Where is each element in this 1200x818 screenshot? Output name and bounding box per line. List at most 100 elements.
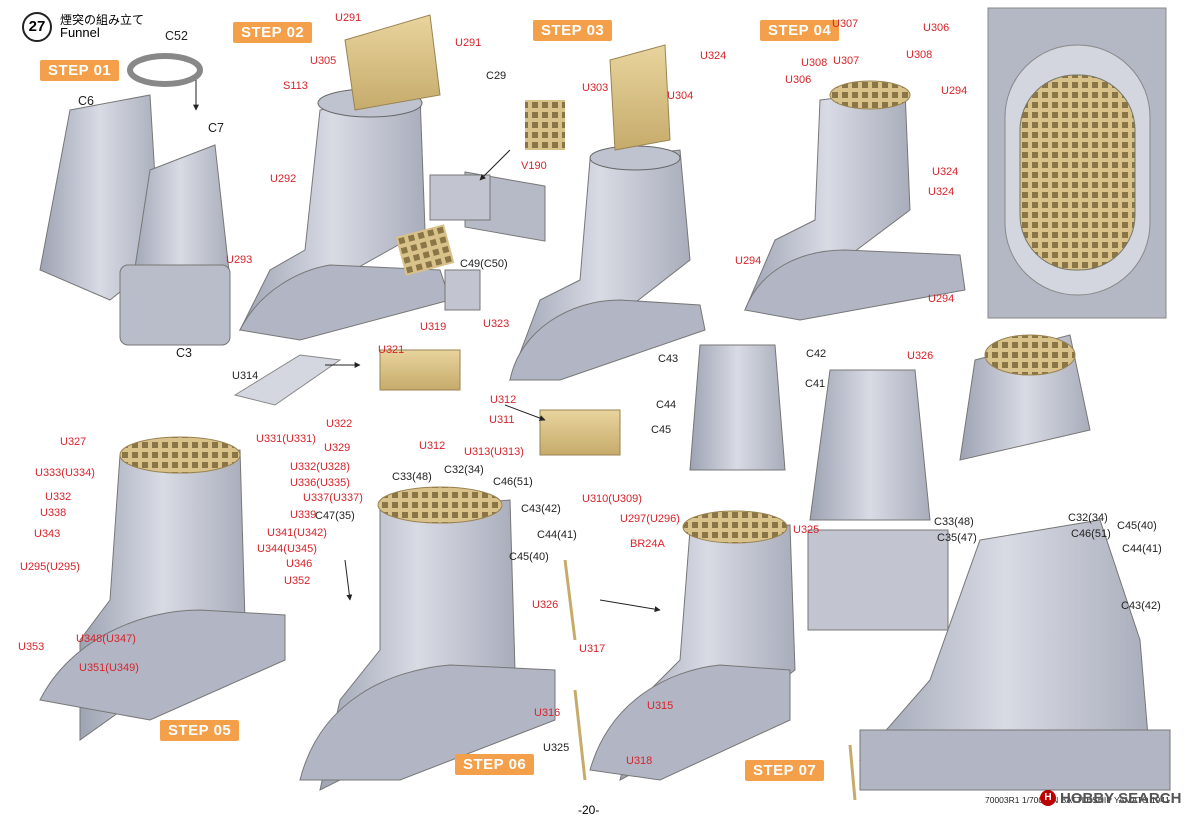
part-label: C42 xyxy=(806,348,827,360)
part-label: U351(U349) xyxy=(79,662,139,674)
part-label: C45(40) xyxy=(509,551,549,563)
step07-funnel xyxy=(589,510,796,781)
part-label: U315 xyxy=(647,700,674,712)
part-label: U341(U342) xyxy=(267,527,327,539)
product-code: 70003R1 1/700 IJN BATTLESHIP YAMATO 1941 xyxy=(985,795,1170,805)
part-label: C44(41) xyxy=(537,529,577,541)
part-label: U313(U313) xyxy=(464,446,524,458)
part-label: C46(51) xyxy=(493,476,533,488)
part-label: C44 xyxy=(656,399,677,411)
part-label: C43(42) xyxy=(1121,600,1161,612)
part-label: S113 xyxy=(283,80,308,92)
part-label: U321 xyxy=(378,344,405,356)
part-label: U293 xyxy=(226,254,253,266)
detail-funnels xyxy=(689,334,1091,631)
part-label: U308 xyxy=(906,49,933,61)
part-label: U314 xyxy=(232,370,259,382)
part-label: U292 xyxy=(270,173,297,185)
part-label: U294 xyxy=(941,85,968,97)
title-japanese: 煙突の組み立て xyxy=(60,13,145,27)
brand-logo-icon: H xyxy=(1040,790,1056,806)
part-label: C32(34) xyxy=(444,464,484,476)
part-label: U291 xyxy=(335,12,362,24)
step-badge-06: STEP 06 xyxy=(455,754,535,775)
step-badge-01: STEP 01 xyxy=(40,60,120,81)
part-label: U339 xyxy=(290,509,317,521)
step05-funnel xyxy=(39,436,286,741)
part-label: U332(U328) xyxy=(290,461,350,473)
part-label: C35(47) xyxy=(937,532,977,544)
part-label: U295(U295) xyxy=(20,561,80,573)
part-label: U291 xyxy=(455,37,482,49)
part-label: U348(U347) xyxy=(76,633,136,645)
part-label: U346 xyxy=(286,558,313,570)
part-label: C46(51) xyxy=(1071,528,1111,540)
part-label: U329 xyxy=(324,442,351,454)
part-label: U325 xyxy=(543,742,570,754)
part-label: U307 xyxy=(832,18,859,30)
part-label: U318 xyxy=(626,755,653,767)
part-label: U332 xyxy=(45,491,72,503)
part-label: U324 xyxy=(700,50,727,62)
part-label: U352 xyxy=(284,575,311,587)
step-number: 27 xyxy=(22,12,52,42)
middle-etch-parts xyxy=(233,349,621,456)
arrows xyxy=(325,149,661,613)
part-label: U307 xyxy=(833,55,860,67)
part-label: C52 xyxy=(165,29,188,43)
cutaway-funnel xyxy=(858,519,1171,791)
part-label: U326 xyxy=(907,350,934,362)
topview-funnel xyxy=(987,7,1167,319)
part-label: C49(C50) xyxy=(460,258,508,270)
part-label: C7 xyxy=(208,121,224,135)
part-label: U294 xyxy=(928,293,955,305)
step01-parts xyxy=(39,53,231,346)
part-label: C3 xyxy=(176,346,192,360)
part-label: U304 xyxy=(667,90,694,102)
part-label: U306 xyxy=(923,22,950,34)
part-label: U297(U296) xyxy=(620,513,680,525)
part-label: U305 xyxy=(310,55,337,67)
part-label: C33(48) xyxy=(392,471,432,483)
part-label: U326 xyxy=(532,599,559,611)
part-label: C44(41) xyxy=(1122,543,1162,555)
part-label: U331(U331) xyxy=(256,433,316,445)
part-label: U353 xyxy=(18,641,45,653)
step06-funnel xyxy=(299,486,556,791)
part-label: C43(42) xyxy=(521,503,561,515)
part-label: U294 xyxy=(735,255,762,267)
part-label: V190 xyxy=(521,160,547,172)
part-label: C6 xyxy=(78,94,94,108)
part-label: U337(U337) xyxy=(303,492,363,504)
step-badge-07: STEP 07 xyxy=(745,760,825,781)
part-label: U324 xyxy=(932,166,959,178)
part-label: U324 xyxy=(928,186,955,198)
part-label: U316 xyxy=(534,707,561,719)
part-label: C43 xyxy=(658,353,679,365)
step-badge-03: STEP 03 xyxy=(533,20,613,41)
part-label: BR24A xyxy=(630,538,665,550)
part-label: U343 xyxy=(34,528,61,540)
part-label: U323 xyxy=(483,318,510,330)
part-label: U333(U334) xyxy=(35,467,95,479)
watermark-brand: HOBBY SEARCH xyxy=(1060,790,1182,807)
step-badge-04: STEP 04 xyxy=(760,20,840,41)
part-label: U317 xyxy=(579,643,606,655)
part-label: U311 xyxy=(489,414,515,426)
step-badge-02: STEP 02 xyxy=(233,22,313,43)
part-label: U303 xyxy=(582,82,609,94)
part-label: C45(40) xyxy=(1117,520,1157,532)
step03-funnel xyxy=(509,44,706,382)
part-label: U319 xyxy=(420,321,447,333)
part-label: C45 xyxy=(651,424,672,436)
step04-funnel xyxy=(744,80,966,321)
part-label: U338 xyxy=(40,507,67,519)
step-badge-05: STEP 05 xyxy=(160,720,240,741)
part-label: C41 xyxy=(805,378,826,390)
part-label: C47(35) xyxy=(315,510,355,522)
part-label: C33(48) xyxy=(934,516,974,528)
step02-funnel xyxy=(238,14,565,341)
part-label: U327 xyxy=(60,436,87,448)
part-label: U306 xyxy=(785,74,812,86)
